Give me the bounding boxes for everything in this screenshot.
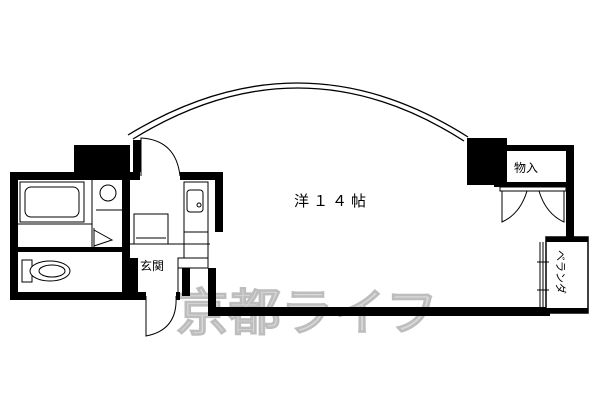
closet-wall-top bbox=[505, 145, 574, 151]
fridge-space bbox=[133, 213, 169, 245]
bath-door-swing bbox=[93, 228, 114, 248]
wet-area-top-wall bbox=[10, 172, 130, 180]
structural-pillar bbox=[74, 145, 130, 175]
washbasin bbox=[99, 184, 117, 202]
kitchen-corridor bbox=[130, 137, 223, 337]
bath-toilet-block bbox=[10, 145, 130, 300]
balcony-outline bbox=[545, 236, 589, 314]
closet-label: 物入 bbox=[514, 161, 538, 175]
main-room-left-wall-upper bbox=[215, 172, 223, 232]
wet-area-right-wall bbox=[122, 172, 130, 300]
corridor-door-swing bbox=[140, 137, 181, 177]
wet-area-left-wall bbox=[10, 172, 18, 299]
balcony bbox=[537, 236, 589, 314]
front-door-swing bbox=[145, 295, 177, 337]
balcony-label: ベランダ bbox=[554, 250, 568, 294]
main-room-right-wall bbox=[566, 145, 574, 237]
closet-door-swing-left bbox=[501, 190, 528, 223]
main-room-left-wall bbox=[208, 268, 216, 316]
toilet bbox=[21, 259, 71, 283]
entrance-label: 玄関 bbox=[140, 258, 164, 273]
closet-wall-bottom bbox=[494, 182, 566, 187]
closet bbox=[467, 138, 574, 223]
main-room bbox=[127, 82, 574, 316]
closet-pillar bbox=[467, 138, 507, 185]
closet-door-swing-right bbox=[538, 190, 565, 223]
curved-window-wall bbox=[127, 82, 469, 138]
main-room-label: 洋１４帖 bbox=[294, 192, 370, 210]
kitchen-sink bbox=[186, 189, 204, 213]
wet-area-bottom-wall bbox=[10, 292, 128, 300]
main-room-bottom-wall bbox=[208, 307, 550, 316]
